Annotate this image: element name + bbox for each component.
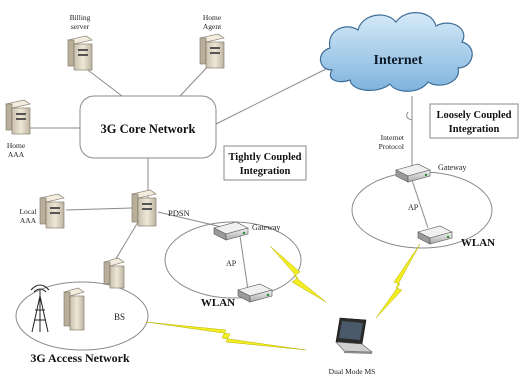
local-aaa-icon (39, 193, 65, 229)
billing-server-label-1: Billing (70, 13, 91, 22)
loosely-coupled-label-1: Loosely Coupled (437, 110, 512, 121)
internet-protocol-label-1: Internet (381, 133, 405, 142)
laptop-icon (335, 317, 373, 354)
ap-loose-icon (417, 225, 453, 245)
gateway-tight-label: Gateway (252, 223, 280, 232)
link-localaaa-pdsn (65, 207, 133, 211)
protocol-pointer (406, 111, 413, 128)
wireless-link-bs-ms (145, 321, 307, 351)
bs-server-icon (103, 257, 125, 289)
link-core-internet (215, 61, 341, 125)
core-network-label: 3G Core Network (101, 122, 196, 136)
billing-server-icon (67, 35, 93, 71)
gateway-tight-icon (213, 221, 249, 241)
pdsn-server-icon (131, 189, 157, 227)
home-agent-icon (199, 33, 225, 69)
ap-loose-label: AP (408, 203, 419, 212)
connection-lines (30, 61, 429, 291)
ap-tight-label: AP (226, 259, 237, 268)
tightly-coupled-label-1: Tightly Coupled (228, 152, 301, 163)
bs-cabinet-icon (63, 287, 85, 331)
dual-mode-ms-label: Dual Mode MS (329, 367, 376, 376)
wireless-link-apl-ms (375, 243, 421, 319)
local-aaa-label-1: Local (19, 207, 36, 216)
link-pdsn-bs (113, 221, 139, 263)
antenna-tower-icon (30, 284, 50, 333)
home-aaa-icon (5, 99, 31, 135)
home-agent-label-2: Agent (203, 22, 222, 31)
billing-server-label-2: server (71, 22, 90, 31)
loosely-coupled-box (429, 103, 519, 139)
internet-label: Internet (374, 53, 423, 68)
access-network-area (15, 281, 149, 351)
core-network-box (79, 95, 217, 159)
link-gateway-ap-loose (411, 179, 429, 229)
loosely-coupled-label-2: Integration (449, 124, 500, 135)
wireless-link-ap-ms (269, 245, 327, 303)
internet-cloud: Internet (319, 12, 473, 92)
link-pdsn-gateway (157, 211, 227, 229)
internet-protocol-label-2: Protocol (379, 142, 404, 151)
ap-tight-icon (237, 283, 273, 303)
wlan-tight-area (164, 221, 302, 299)
tightly-coupled-box (223, 145, 307, 181)
wlan-loose-label: WLAN (461, 237, 495, 249)
wlan-tight-label: WLAN (201, 297, 235, 309)
home-agent-label-1: Home (203, 13, 222, 22)
pdsn-label: PDSN (168, 208, 190, 218)
home-aaa-label-1: Home (7, 141, 26, 150)
gateway-loose-label: Gateway (438, 163, 466, 172)
local-aaa-label-2: AAA (20, 216, 37, 225)
tightly-coupled-label-2: Integration (240, 166, 291, 177)
bs-label: BS (114, 312, 125, 322)
gateway-loose-icon (395, 163, 431, 183)
access-network-label: 3G Access Network (30, 351, 130, 365)
link-gateway-ap (239, 235, 249, 291)
home-aaa-label-2: AAA (8, 150, 25, 159)
